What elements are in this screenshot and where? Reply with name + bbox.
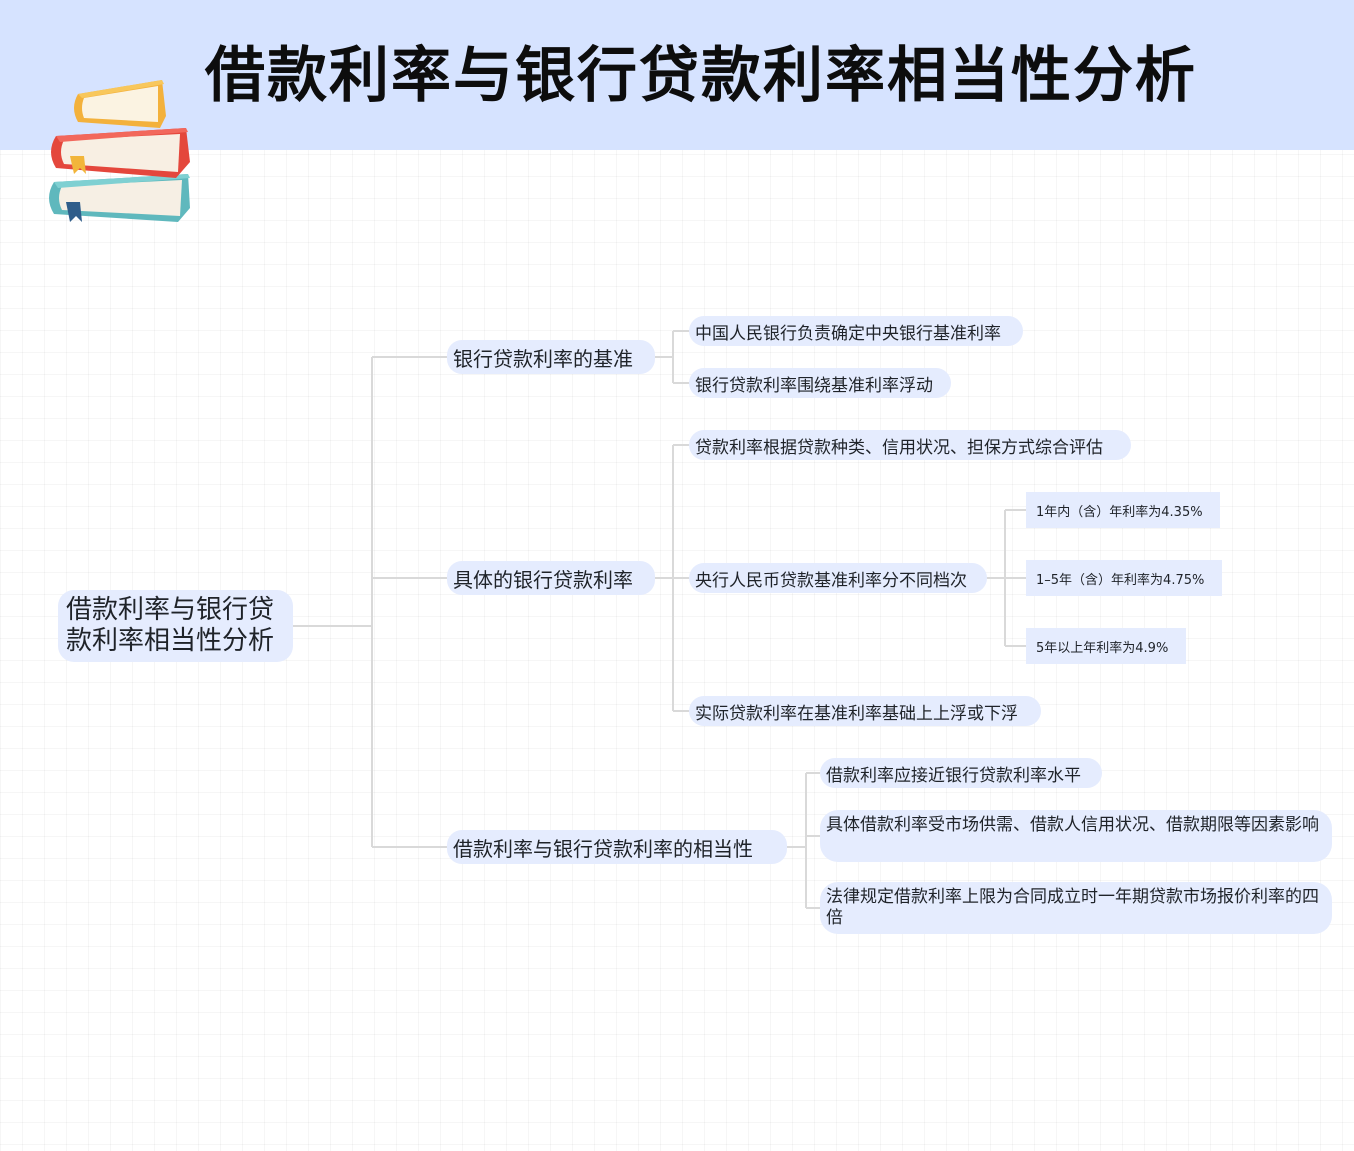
leaf-node: 中国人民银行负责确定中央银行基准利率 [689,316,1023,346]
branch-node-rate-equivalence: 借款利率与银行贷款利率的相当性 [447,830,787,864]
leaf-node-rate-tiers: 央行人民币贷款基准利率分不同档次 [689,563,987,593]
tier-node-1-to-5-years: 1–5年（含）年利率为4.75% [1026,560,1222,596]
leaf-node: 具体借款利率受市场供需、借款人信用状况、借款期限等因素影响 [820,810,1332,862]
branch-node-specific-loan-rate: 具体的银行贷款利率 [447,561,655,595]
leaf-node: 法律规定借款利率上限为合同成立时一年期贷款市场报价利率的四倍 [820,882,1332,934]
tier-node-over-5-years: 5年以上年利率为4.9% [1026,628,1186,664]
header-banner: 借款利率与银行贷款利率相当性分析 [0,0,1354,150]
root-node: 借款利率与银行贷款利率相当性分析 [58,590,293,662]
leaf-node: 贷款利率根据贷款种类、信用状况、担保方式综合评估 [689,430,1131,460]
leaf-node: 借款利率应接近银行贷款利率水平 [820,758,1102,788]
page-title: 借款利率与银行贷款利率相当性分析 [205,41,1197,111]
tier-node-within-1-year: 1年内（含）年利率为4.35% [1026,492,1220,528]
branch-node-loan-rate-benchmark: 银行贷款利率的基准 [447,340,655,374]
leaf-node: 银行贷款利率围绕基准利率浮动 [689,368,951,398]
books-illustration [49,80,190,222]
leaf-node: 实际贷款利率在基准利率基础上上浮或下浮 [689,696,1041,726]
